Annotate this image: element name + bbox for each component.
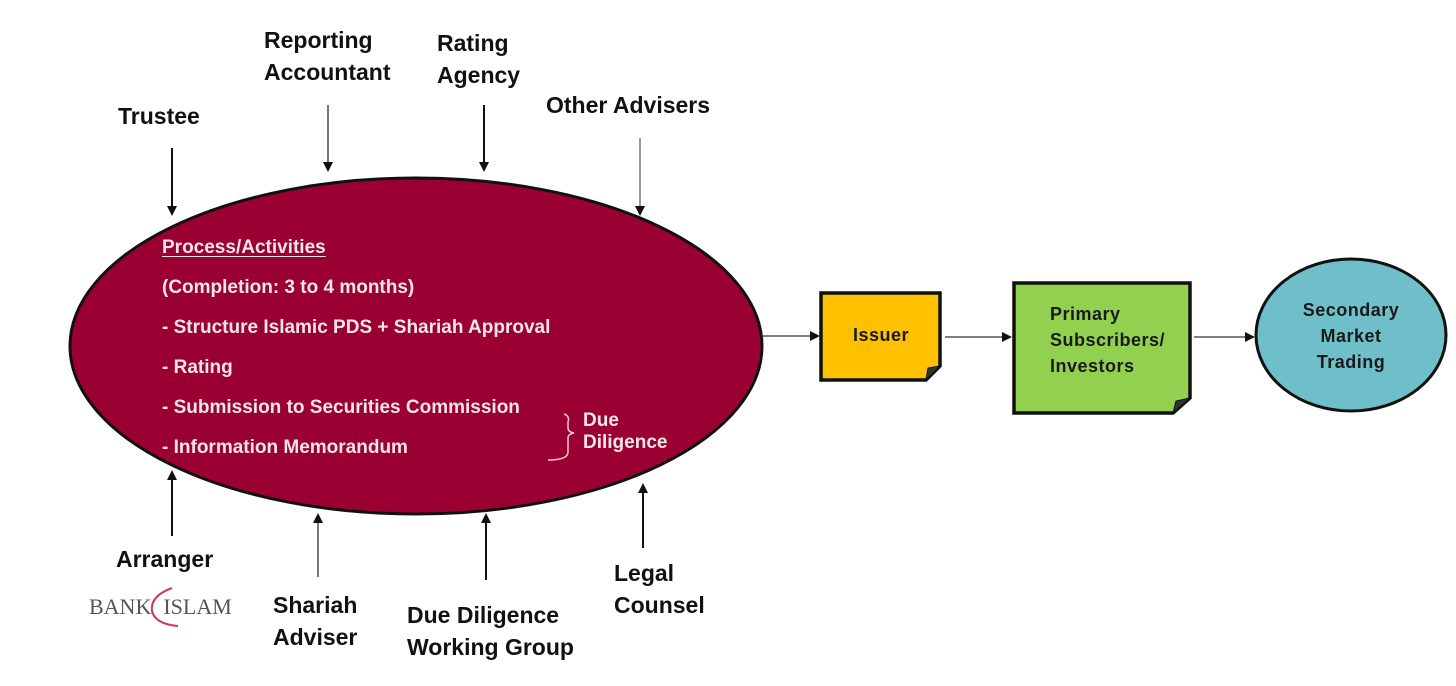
primary-subscribers-label: Primary Subscribers/ Investors — [1050, 301, 1165, 379]
label-line: Subscribers/ — [1050, 330, 1166, 350]
logo-text: ISLAM — [163, 594, 232, 619]
label-reporting-accountant: Reporting Accountant — [264, 24, 391, 88]
label-line: Diligence — [583, 432, 668, 453]
label-line: Legal — [614, 560, 675, 586]
label-rating-agency: Rating Agency — [437, 27, 520, 91]
primary-fold — [1172, 397, 1192, 415]
due-diligence-label: Due Diligence — [583, 410, 667, 454]
issuer-fold — [925, 365, 942, 382]
label-line: Shariah — [273, 592, 358, 618]
label-line: Due Diligence — [407, 602, 560, 628]
process-title: Process/Activities — [162, 237, 326, 258]
label-line: Investors — [1050, 356, 1135, 376]
process-item: - Submission to Securities Commission — [162, 397, 520, 418]
label-shariah-adviser: Shariah Adviser — [273, 589, 357, 653]
label-line: Accountant — [264, 59, 391, 85]
label-legal-counsel: Legal Counsel — [614, 557, 705, 621]
label-line: Reporting — [264, 27, 373, 53]
label-line: Counsel — [614, 592, 705, 618]
label-line: Rating — [437, 30, 509, 56]
label-line: Arranger — [116, 546, 214, 572]
label-line: Primary — [1050, 304, 1121, 324]
process-item: - Information Memorandum — [162, 437, 408, 458]
secondary-market-label: Secondary Market Trading — [1291, 297, 1411, 375]
process-subtitle: (Completion: 3 to 4 months) — [162, 277, 415, 298]
label-line: Secondary — [1302, 300, 1400, 320]
logo-text: BANK — [89, 594, 152, 619]
process-item: - Structure Islamic PDS + Shariah Approv… — [162, 317, 551, 338]
label-line: Working Group — [407, 634, 574, 660]
label-line: Agency — [437, 62, 521, 88]
label-line: Trustee — [118, 103, 200, 129]
label-due-diligence-working-group: Due Diligence Working Group — [407, 599, 574, 663]
label-line: Trading — [1316, 352, 1386, 372]
label-line: Adviser — [273, 624, 358, 650]
process-item: - Rating — [162, 357, 233, 378]
label-trustee: Trustee — [118, 100, 200, 132]
due-diligence-bracket — [547, 413, 575, 461]
process-ellipse — [68, 176, 764, 516]
label-line: Other Advisers — [546, 92, 711, 118]
label-line: Market — [1320, 326, 1382, 346]
bank-islam-logo: BANK ISLAM — [89, 594, 232, 620]
bank-islam-crescent-icon — [150, 587, 179, 627]
issuer-label: Issuer — [853, 325, 910, 345]
label-arranger: Arranger — [116, 543, 213, 575]
label-line: Due — [583, 410, 619, 431]
label-other-advisers: Other Advisers — [546, 89, 710, 121]
secondary-market-ellipse — [1254, 257, 1448, 413]
